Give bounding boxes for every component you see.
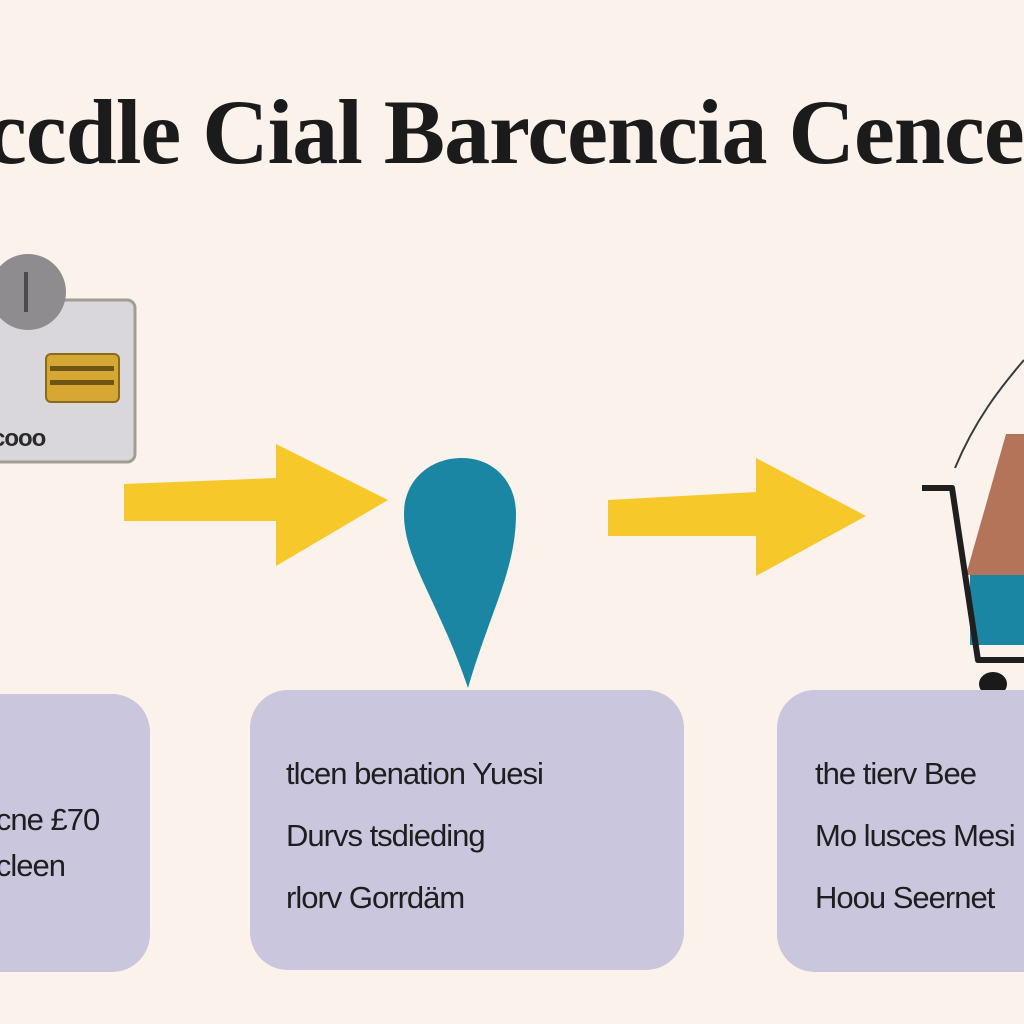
arrow-right-icon [608,458,866,576]
card-number: cooo [0,425,46,452]
box-left-line-2: icne £70 [0,802,100,837]
card-logo-circle [0,254,66,330]
box-left-line-3: lcleen [0,848,66,883]
arrow-right-icon [124,444,388,566]
box-middle-line-1: tlcen benation Yuesi [286,756,544,791]
cart-handle-line [954,359,1024,469]
box-middle-line-3: rlorv Gorrdäm [286,880,465,915]
card-chip-line-1 [50,366,114,371]
box-right-line-3: Hoou Seernet [815,880,995,915]
info-box-middle: tlcen benation Yuesi Durvs tsdieding rlo… [250,690,684,970]
card-chip [45,353,120,403]
cart-box-brown [966,434,1024,575]
box-right-line-1: the tierv Bee [815,756,977,791]
diagram-title: ccdle Cial Barcencia Cence [0,81,1024,183]
cart-box-blue [970,575,1024,645]
box-right-line-2: Mo lusces Mesi [815,818,1016,853]
card-chip-line-2 [50,380,114,385]
card-logo-mark [24,272,28,312]
info-box-left: icne £70 lcleen [0,694,150,972]
credit-card-icon [0,254,137,464]
shopping-cart-icon [922,359,1024,696]
cart-frame [922,485,1024,663]
location-pin-icon [404,458,516,688]
box-middle-line-2: Durvs tsdieding [286,818,486,853]
info-box-right: the tierv Bee Mo lusces Mesi Hoou Seerne… [777,690,1024,972]
